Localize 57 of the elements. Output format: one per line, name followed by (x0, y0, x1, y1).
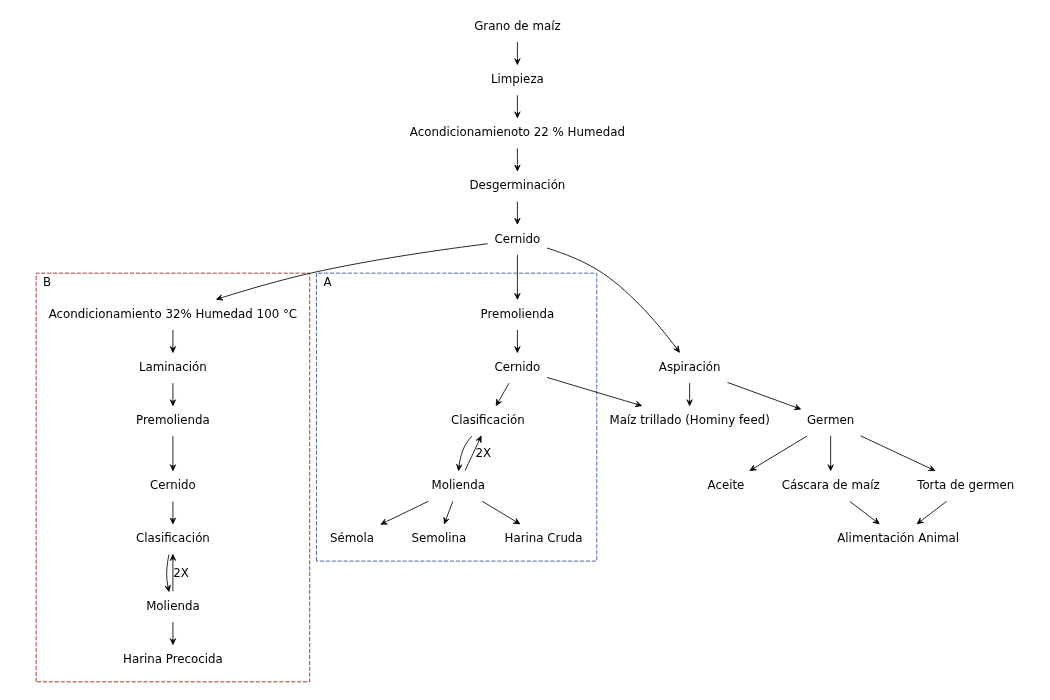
arrow (514, 329, 521, 353)
node-text: Molienda (146, 598, 200, 613)
arrow (686, 382, 693, 407)
arrow (749, 435, 808, 471)
node-text: Cernido (494, 359, 541, 374)
arrow (464, 435, 482, 471)
node-text: Clasificación (135, 531, 210, 546)
node-text: Alimentación Animal (837, 531, 960, 546)
node-text: Premolienda (136, 413, 210, 428)
node-text: Laminación (139, 359, 207, 374)
arrow (514, 201, 521, 225)
arrow (495, 382, 510, 407)
arrow (216, 243, 489, 301)
edge-label: 2X (173, 566, 189, 581)
arrow (514, 254, 521, 300)
arrow (514, 94, 521, 119)
node-text: Harina Cruda (504, 531, 583, 546)
node-text: Cernido (494, 231, 541, 246)
node-text: Limpieza (490, 71, 544, 86)
node-text: Acondicionamienoto 22 % Humedad (409, 125, 625, 140)
arrow (169, 329, 176, 353)
node-text: Premolienda (480, 306, 555, 321)
arrow (169, 501, 176, 525)
arrow (169, 554, 176, 592)
node-text: Semolina (411, 531, 467, 546)
node-text: Aceite (707, 478, 745, 493)
node-text: Cáscara de maíz (781, 478, 880, 493)
arrow (827, 435, 834, 471)
node-text: Maíz trillado (Hominy feed) (609, 413, 770, 428)
arrow (727, 381, 801, 410)
arrow (169, 435, 176, 471)
arrow (546, 247, 680, 353)
arrow (849, 501, 880, 525)
node-text: Aspiración (658, 359, 721, 374)
node-text: Acondicionamiento 32% Humedad 100 °C (48, 306, 298, 321)
node-text: Desgerminación (469, 178, 566, 193)
arrow (514, 41, 521, 65)
node-text: Germen (806, 413, 855, 428)
edge-label: 2X (475, 445, 492, 460)
node-text: Sémola (329, 531, 374, 546)
arrow (481, 500, 521, 525)
node-text: Cernido (150, 478, 196, 493)
arrow (916, 501, 947, 525)
node-text: Molienda (431, 478, 486, 493)
arrow (514, 148, 521, 172)
arrow (443, 501, 454, 525)
node-text: Grano de maíz (474, 18, 561, 33)
arrow (860, 435, 936, 472)
node-text: Harina Precocida (123, 651, 223, 666)
node-text: Clasificación (450, 413, 525, 428)
node-text: Torta de germen (917, 478, 1015, 493)
arrow (546, 377, 642, 407)
arrow (169, 382, 176, 407)
arrow (456, 435, 473, 471)
arrow (164, 554, 171, 592)
arrow (380, 500, 429, 525)
arrow (169, 621, 176, 645)
